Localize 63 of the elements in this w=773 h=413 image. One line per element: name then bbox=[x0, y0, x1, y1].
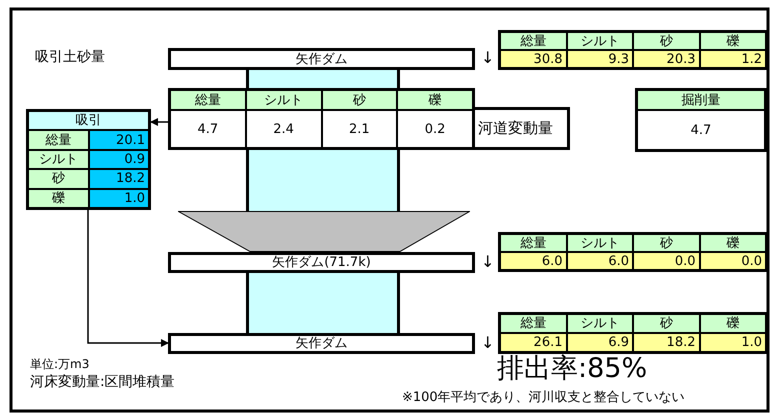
table-header: 礫 bbox=[700, 315, 765, 332]
table-header: 掘削量 bbox=[638, 91, 764, 109]
table-value: 0.0 bbox=[634, 253, 698, 269]
section-title: 吸引土砂量 bbox=[35, 49, 105, 66]
table-value: 30.8 bbox=[501, 51, 566, 67]
data-table bbox=[498, 232, 768, 272]
river-channel bbox=[246, 70, 400, 88]
table-value: 20.1 bbox=[90, 131, 148, 149]
table-header: 礫 bbox=[29, 190, 88, 207]
table-header: シルト bbox=[29, 150, 88, 168]
table-value: 4.7 bbox=[638, 111, 764, 149]
table-value: 1.0 bbox=[90, 190, 148, 207]
table-value: 0.9 bbox=[90, 150, 148, 168]
unit-note: 単位:万m3 bbox=[30, 358, 90, 372]
table-value: 6.9 bbox=[568, 334, 632, 351]
definition-note: 河床変動量:区間堆積量 bbox=[30, 374, 175, 390]
flow-arrow-glyph: ↓ bbox=[481, 253, 494, 272]
table-header: シルト bbox=[568, 315, 632, 332]
table-value: 2.4 bbox=[246, 111, 320, 147]
table-value: 18.2 bbox=[634, 334, 698, 351]
table-value: 6.0 bbox=[501, 253, 566, 269]
table-header: 礫 bbox=[700, 235, 765, 251]
table-header: 吸引 bbox=[29, 112, 148, 130]
flow-arrow-glyph: ↓ bbox=[481, 49, 494, 68]
table-header: 総量 bbox=[29, 131, 88, 149]
table-value: 6.0 bbox=[568, 253, 632, 269]
table-value: 0.2 bbox=[398, 111, 472, 147]
data-table bbox=[26, 109, 151, 210]
discharge-rate: 排出率:85% bbox=[497, 353, 648, 384]
data-table bbox=[168, 88, 475, 150]
table-header: 砂 bbox=[634, 315, 698, 332]
table-value: 4.7 bbox=[171, 111, 245, 147]
river-channel bbox=[246, 150, 400, 211]
table-value: 18.2 bbox=[90, 170, 148, 188]
table-header: 総量 bbox=[501, 33, 566, 49]
table-header: 砂 bbox=[634, 235, 698, 251]
data-table bbox=[635, 88, 767, 152]
arrow bbox=[150, 118, 168, 126]
flow-arrow-glyph: ↓ bbox=[481, 334, 494, 352]
data-table bbox=[498, 312, 768, 354]
table-value: 9.3 bbox=[568, 51, 632, 67]
data-table bbox=[498, 30, 768, 70]
table-header: 総量 bbox=[501, 235, 566, 251]
footnote: ※100年平均であり、河川収支と整合していない bbox=[402, 391, 685, 406]
table-header: 砂 bbox=[322, 91, 396, 109]
table-header: シルト bbox=[568, 235, 632, 251]
table-value: 1.0 bbox=[700, 334, 765, 351]
table-header: 総量 bbox=[171, 91, 245, 109]
table-value: 26.1 bbox=[501, 334, 566, 351]
river-channel bbox=[246, 273, 400, 333]
table-header: 礫 bbox=[398, 91, 472, 109]
table-value: 1.2 bbox=[700, 51, 765, 67]
table-header: 砂 bbox=[634, 33, 698, 49]
table-header: 砂 bbox=[29, 170, 88, 188]
table-header: シルト bbox=[246, 91, 320, 109]
table-header: 礫 bbox=[700, 33, 765, 49]
table-value: 20.3 bbox=[634, 51, 698, 67]
arrow bbox=[87, 210, 169, 347]
table-value: 0.0 bbox=[700, 253, 765, 269]
reservoir-shape bbox=[178, 211, 470, 252]
table-value: 2.1 bbox=[322, 111, 396, 147]
table-header: シルト bbox=[568, 33, 632, 49]
table-header: 総量 bbox=[501, 315, 566, 332]
